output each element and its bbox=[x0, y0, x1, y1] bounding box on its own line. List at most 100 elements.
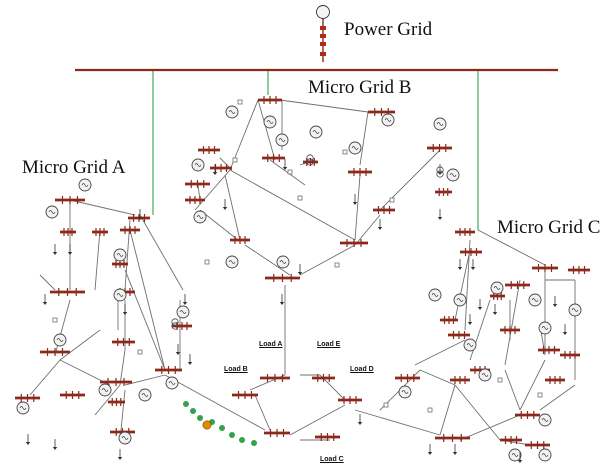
transmission-line bbox=[454, 384, 501, 441]
generator-wave-icon bbox=[228, 110, 236, 114]
load-arrow-icon bbox=[117, 457, 123, 460]
transmission-line bbox=[244, 244, 291, 276]
transmission-line bbox=[124, 219, 131, 291]
breaker-closed-dot bbox=[229, 432, 235, 438]
generator-wave-icon bbox=[179, 310, 187, 314]
transmission-line bbox=[354, 174, 361, 241]
switch-marker bbox=[334, 262, 340, 268]
transmission-line bbox=[124, 374, 166, 386]
load-arrow-icon bbox=[42, 302, 48, 305]
transformer-icon bbox=[171, 318, 179, 326]
transmission-line bbox=[454, 249, 471, 321]
transmission-line bbox=[124, 269, 166, 371]
generator-wave-icon bbox=[279, 260, 287, 264]
grid-breaker bbox=[320, 26, 326, 30]
generator-wave-icon bbox=[541, 418, 549, 422]
load-arrow-icon bbox=[282, 167, 288, 170]
load-arrow-icon bbox=[175, 352, 181, 355]
grid-source-icon bbox=[316, 5, 330, 19]
generator-wave-icon bbox=[312, 130, 320, 134]
load-arrow-icon bbox=[377, 227, 383, 230]
load-a-label: Load A bbox=[259, 341, 283, 348]
transmission-line bbox=[94, 229, 101, 291]
load-arrow-icon bbox=[492, 312, 498, 315]
transmission-line bbox=[477, 229, 546, 266]
load-arrow-icon bbox=[477, 307, 483, 310]
generator-wave-icon bbox=[56, 338, 64, 342]
transmission-line bbox=[379, 149, 441, 211]
transmission-line bbox=[54, 299, 71, 356]
load-arrow-icon bbox=[470, 267, 476, 270]
switch-marker bbox=[297, 195, 303, 201]
load-arrow-icon bbox=[357, 422, 363, 425]
load-arrow-icon bbox=[187, 362, 193, 365]
transmission-line bbox=[229, 169, 356, 241]
transmission-line bbox=[439, 384, 456, 436]
generator-wave-icon bbox=[481, 373, 489, 377]
generator-wave-icon bbox=[541, 453, 549, 457]
load-arrow-icon bbox=[137, 217, 143, 220]
transmission-line bbox=[359, 111, 369, 166]
switch-marker bbox=[537, 392, 543, 398]
generator-wave-icon bbox=[168, 381, 176, 385]
load-arrow-icon bbox=[457, 267, 463, 270]
load-arrow-icon bbox=[25, 442, 31, 445]
load-arrow-icon bbox=[437, 217, 443, 220]
transformer-icon bbox=[436, 170, 444, 178]
load-b-label: Load B bbox=[224, 366, 248, 373]
breaker-closed-dot bbox=[183, 401, 189, 407]
transmission-line bbox=[199, 209, 239, 241]
load-arrow-icon bbox=[552, 304, 558, 307]
generator-wave-icon bbox=[121, 436, 129, 440]
power-grid-title: Power Grid bbox=[344, 19, 433, 40]
grid-breaker bbox=[320, 52, 326, 56]
transmission-line bbox=[354, 409, 441, 436]
micro-grid-b-title: Micro Grid B bbox=[308, 77, 412, 98]
micro-grid-c-title: Micro Grid C bbox=[497, 217, 601, 238]
load-arrow-icon bbox=[222, 207, 228, 210]
transmission-line bbox=[94, 384, 121, 416]
generator-wave-icon bbox=[278, 138, 286, 142]
transmission-line bbox=[414, 339, 466, 366]
transformer-icon bbox=[171, 322, 179, 330]
transmission-line bbox=[139, 214, 184, 291]
generator-wave-icon bbox=[571, 308, 579, 312]
switch-marker bbox=[342, 149, 348, 155]
transmission-line bbox=[419, 369, 456, 386]
breaker-closed-dot bbox=[239, 437, 245, 443]
generator-wave-icon bbox=[511, 453, 519, 457]
generator-wave-icon bbox=[384, 118, 392, 122]
load-e-label: Load E bbox=[317, 341, 341, 348]
load-d-label: Load D bbox=[350, 366, 374, 373]
load-arrow-icon bbox=[182, 302, 188, 305]
generator-wave-icon bbox=[431, 293, 439, 297]
generator-wave-icon bbox=[228, 260, 236, 264]
load-arrow-icon bbox=[427, 452, 433, 455]
generator-wave-icon bbox=[196, 215, 204, 219]
transmission-line bbox=[29, 359, 61, 396]
transformer-icon bbox=[306, 158, 314, 166]
switch-marker bbox=[389, 197, 395, 203]
grid-breaker bbox=[320, 42, 326, 46]
breaker-open-dot bbox=[202, 420, 212, 430]
transmission-line bbox=[539, 384, 576, 411]
micro-grid-a-title: Micro Grid A bbox=[22, 157, 126, 178]
generator-wave-icon bbox=[531, 298, 539, 302]
breaker-closed-dot bbox=[251, 440, 257, 446]
transmission-line bbox=[257, 99, 276, 161]
generator-wave-icon bbox=[48, 210, 56, 214]
generator-wave-icon bbox=[449, 173, 457, 177]
switch-marker bbox=[287, 169, 293, 175]
transmission-line bbox=[504, 279, 521, 366]
load-arrow-icon bbox=[122, 312, 128, 315]
switch-marker bbox=[383, 402, 389, 408]
transmission-line bbox=[194, 169, 231, 211]
generator-wave-icon bbox=[493, 286, 501, 290]
transformer-icon bbox=[436, 166, 444, 174]
load-arrow-icon bbox=[517, 460, 523, 463]
generator-wave-icon bbox=[141, 393, 149, 397]
transmission-line bbox=[119, 349, 126, 386]
generator-wave-icon bbox=[541, 326, 549, 330]
transmission-line bbox=[254, 394, 271, 431]
